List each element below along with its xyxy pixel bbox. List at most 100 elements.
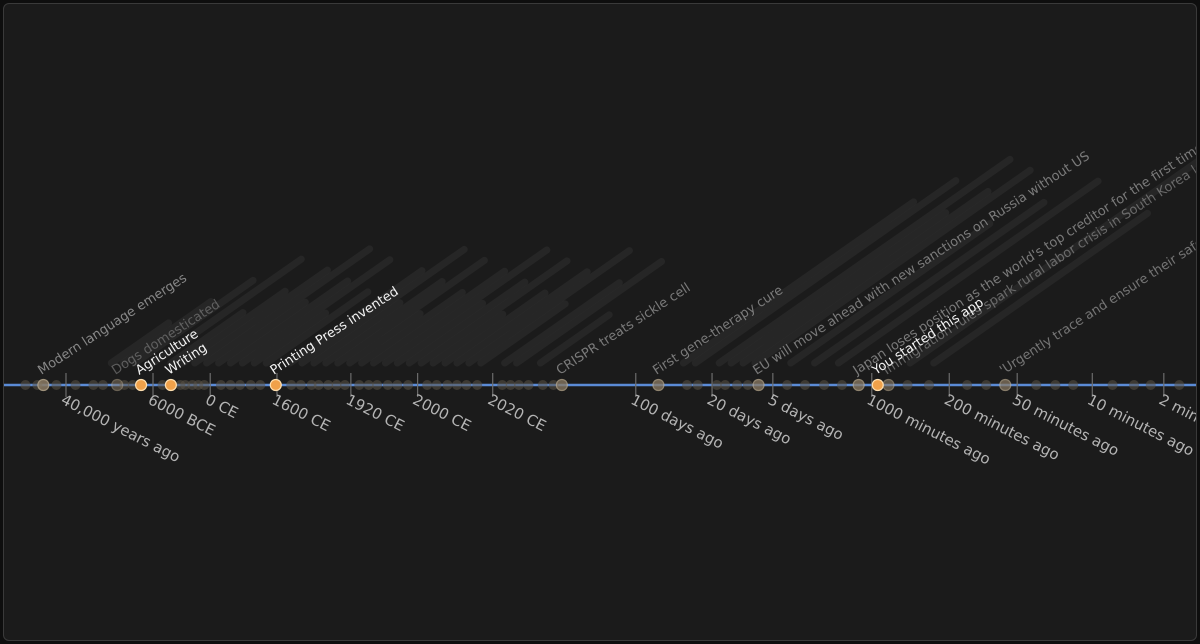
faded-event-dot[interactable] (431, 380, 442, 390)
faded-label-stroke (715, 155, 1014, 367)
faded-label-stroke (322, 278, 446, 367)
faded-label-stroke (691, 177, 960, 367)
faded-label-stroke (203, 245, 374, 367)
faded-event-dot[interactable] (127, 380, 138, 390)
faded-label-stroke (393, 299, 487, 367)
faded-event-dot[interactable] (902, 380, 913, 390)
faded-event-dot[interactable] (692, 380, 703, 390)
faded-event-dot[interactable] (339, 380, 350, 390)
faded-event-dot[interactable] (782, 380, 793, 390)
faded-event-dot[interactable] (472, 380, 483, 390)
faded-event-dot[interactable] (1068, 380, 1079, 390)
faded-event-dot[interactable] (720, 380, 731, 390)
faded-label-stroke (179, 287, 289, 367)
tick-label: 1600 CE (269, 391, 333, 436)
faded-event-dot[interactable] (513, 380, 524, 390)
faded-label-stroke (417, 257, 571, 367)
faded-label-stroke (429, 310, 507, 367)
faded-event-dot[interactable] (323, 380, 334, 390)
faded-event-dot[interactable] (523, 380, 534, 390)
faded-event-dot[interactable] (819, 380, 830, 390)
event-dot[interactable] (555, 378, 568, 392)
faded-event-dot[interactable] (306, 380, 317, 390)
faded-event-dot[interactable] (1145, 380, 1156, 390)
faded-event-dot[interactable] (800, 380, 811, 390)
faded-event-dot[interactable] (286, 380, 297, 390)
faded-event-dot[interactable] (51, 380, 62, 390)
faded-label-stroke (465, 247, 633, 367)
faded-event-dot[interactable] (836, 380, 847, 390)
faded-event-dot[interactable] (732, 380, 743, 390)
faded-event-dot[interactable] (354, 380, 365, 390)
faded-event-dot[interactable] (548, 380, 559, 390)
event-dot[interactable] (164, 378, 177, 392)
faded-label-stroke (191, 266, 331, 367)
faded-event-dot[interactable] (537, 380, 548, 390)
faded-event-dot[interactable] (1129, 380, 1140, 390)
faded-event-dot[interactable] (225, 380, 236, 390)
faded-event-dot[interactable] (505, 380, 516, 390)
faded-event-dot[interactable] (1050, 380, 1061, 390)
faded-label-stroke (739, 188, 992, 367)
faded-event-dot[interactable] (1107, 380, 1118, 390)
faded-event-dot[interactable] (962, 380, 973, 390)
faded-label-stroke (930, 209, 1152, 367)
event-dot[interactable] (134, 378, 148, 392)
faded-event-dot[interactable] (295, 380, 306, 390)
faded-event-dot[interactable] (88, 380, 99, 390)
event-dot[interactable] (752, 378, 765, 392)
faded-event-dot[interactable] (497, 380, 508, 390)
faded-label-stroke (751, 166, 1034, 367)
faded-label-stroke (131, 276, 257, 367)
faded-event-dot[interactable] (363, 380, 374, 390)
faded-event-dot[interactable] (442, 380, 453, 390)
faded-event-dot[interactable] (682, 380, 693, 390)
faded-event-dot[interactable] (70, 380, 81, 390)
faded-event-dot[interactable] (711, 380, 722, 390)
faded-event-dot[interactable] (461, 380, 472, 390)
faded-event-dot[interactable] (157, 380, 168, 390)
event-dot[interactable] (882, 378, 895, 392)
event-dot[interactable] (37, 378, 50, 392)
faded-event-dot[interactable] (451, 380, 462, 390)
event-dot[interactable] (269, 378, 282, 392)
faded-event-dot[interactable] (372, 380, 383, 390)
faded-event-dot[interactable] (235, 380, 246, 390)
event-dot[interactable] (852, 378, 865, 392)
event-dot[interactable] (652, 378, 665, 392)
faded-event-dot[interactable] (392, 380, 403, 390)
faded-event-dot[interactable] (422, 380, 433, 390)
faded-event-dot[interactable] (245, 380, 256, 390)
event-dot[interactable] (111, 378, 124, 392)
faded-event-dot[interactable] (331, 380, 342, 390)
faded-event-dot[interactable] (180, 380, 191, 390)
faded-event-labels (107, 155, 1196, 367)
event-dot[interactable] (999, 378, 1012, 392)
faded-label-stroke (441, 289, 549, 367)
faded-label-stroke (679, 198, 918, 367)
event-dot[interactable] (871, 378, 884, 392)
faded-label-stroke (536, 311, 613, 367)
faded-label-stroke (167, 309, 247, 367)
faded-label-stroke (298, 245, 468, 367)
faded-event-dot[interactable] (382, 380, 393, 390)
faded-label-stroke (226, 277, 352, 367)
faded-event-dot[interactable] (923, 380, 934, 390)
faded-label-stroke (834, 177, 1102, 367)
faded-event-dot[interactable] (215, 380, 226, 390)
faded-label-stroke (107, 319, 173, 367)
faded-event-dot[interactable] (742, 380, 753, 390)
faded-event-dot[interactable] (97, 380, 108, 390)
faded-label-stroke (346, 310, 424, 367)
faded-event-dot[interactable] (981, 380, 992, 390)
faded-event-dot[interactable] (20, 380, 31, 390)
tick-label: 2000 CE (410, 391, 474, 436)
faded-event-dot[interactable] (1174, 380, 1185, 390)
faded-event-dot[interactable] (1031, 380, 1042, 390)
faded-event-dot[interactable] (255, 380, 266, 390)
faded-event-dot[interactable] (313, 380, 324, 390)
faded-event-dot[interactable] (199, 380, 210, 390)
faded-event-dot[interactable] (403, 380, 414, 390)
faded-label-stroke (513, 257, 666, 367)
